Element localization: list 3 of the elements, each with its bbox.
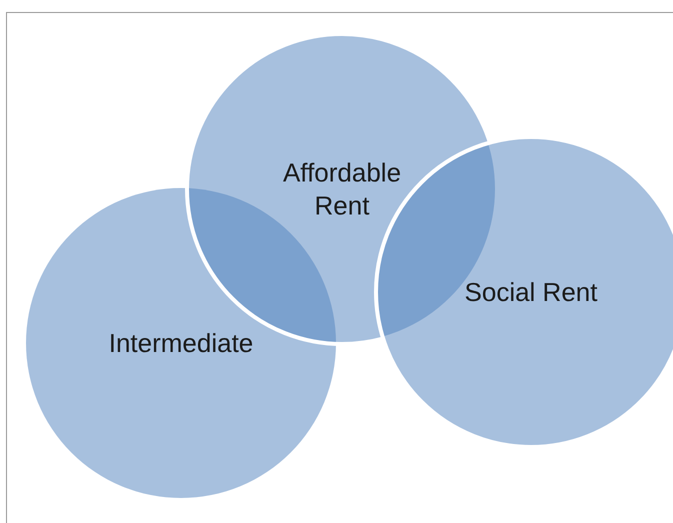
circle-label: Affordable Rent [282,156,402,222]
circle-label: Intermediate [108,326,254,360]
circle-label: Social Rent [464,276,598,308]
